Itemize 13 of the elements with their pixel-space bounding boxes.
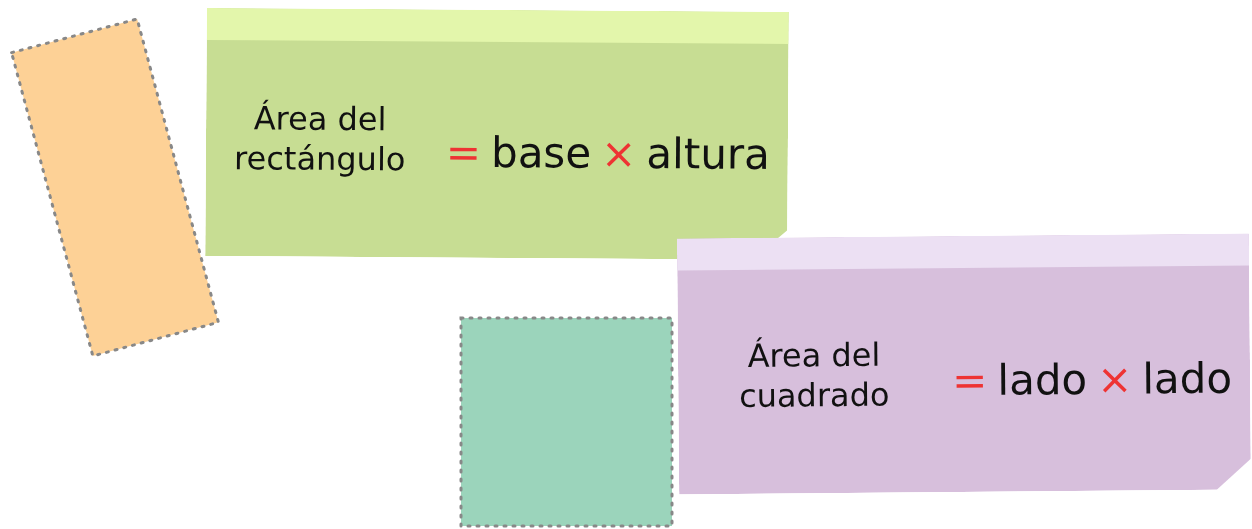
card-title: Área del rectángulo bbox=[233, 98, 407, 180]
formula-term: altura bbox=[646, 129, 771, 179]
equals-sign: = bbox=[951, 355, 988, 406]
formula-term: lado bbox=[997, 354, 1088, 405]
formula-term: lado bbox=[1142, 353, 1233, 404]
formula-term: base bbox=[490, 127, 592, 178]
multiplication-sign: × bbox=[1096, 354, 1133, 404]
equals-sign: = bbox=[445, 127, 482, 177]
note-card bbox=[205, 7, 789, 261]
square-cutout bbox=[459, 316, 674, 528]
note-card bbox=[676, 233, 1252, 495]
card-title: Área del cuadrado bbox=[737, 334, 891, 417]
multiplication-sign: × bbox=[601, 128, 637, 178]
